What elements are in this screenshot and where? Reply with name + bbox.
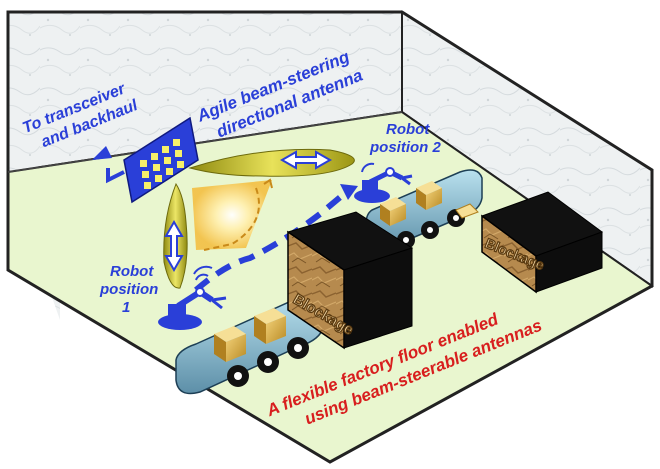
label-robot-2: Robot position 2 — [369, 121, 441, 156]
box-icon — [214, 308, 286, 362]
box-icon — [380, 181, 442, 226]
box-icon — [455, 203, 479, 219]
label-robot-2-line1: Robot — [386, 121, 430, 138]
robot-path-arrow-icon — [340, 184, 358, 200]
label-robot-2-line2: position 2 — [369, 139, 441, 156]
antenna-beams — [163, 148, 355, 289]
label-robot-1-line3: 1 — [122, 299, 130, 316]
label-robot-1-line1: Robot — [110, 263, 154, 280]
backhaul-arrow-icon — [92, 146, 112, 160]
label-robot-1: Robot position 1 — [99, 263, 158, 316]
robot-2-icon — [354, 162, 413, 203]
robot-1-icon — [158, 265, 227, 330]
gear-icon — [397, 209, 465, 249]
label-robot-1-line2: position — [99, 281, 158, 298]
reflection-glow — [192, 178, 273, 251]
blockage-2: Blockage — [480, 191, 604, 294]
robot-path — [194, 191, 346, 293]
conveyor-1 — [175, 294, 325, 395]
gear-icon — [227, 337, 309, 387]
conveyor-2 — [365, 169, 483, 252]
beam-steering-antenna — [92, 116, 199, 204]
steer-arrow-vertical-icon — [164, 219, 184, 273]
steer-arrow-horizontal-icon — [279, 150, 333, 170]
